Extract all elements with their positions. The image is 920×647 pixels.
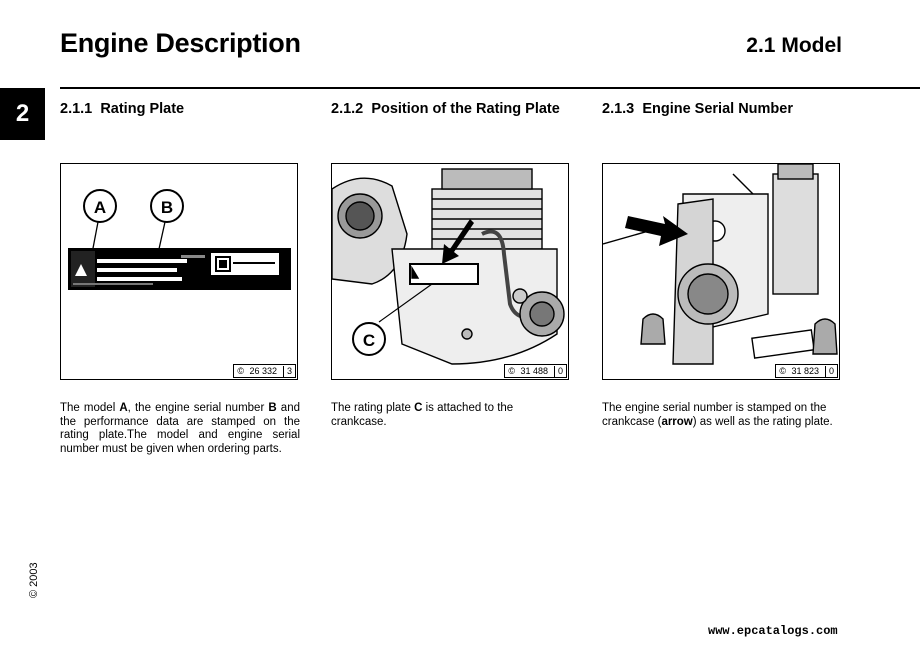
figure-reference: © 26 332 3: [233, 364, 296, 378]
copyright-notice: © 2003: [28, 562, 40, 598]
page-title: Engine Description: [60, 28, 301, 58]
callout-b-circle: [150, 189, 184, 223]
rating-plate-illustration: A B: [68, 189, 291, 290]
header-divider: [60, 87, 920, 89]
website-watermark: www.epcatalogs.com: [708, 624, 838, 638]
description-plate-position: The rating plate C is attached to the cr…: [331, 402, 514, 428]
description-serial-number: The engine serial number is stamped on t…: [602, 402, 833, 428]
section-number: 2.1.1: [60, 101, 93, 117]
callout-a: A: [94, 198, 106, 217]
section-title: Engine Serial Number: [642, 101, 793, 117]
section-number: 2.1.2: [331, 101, 364, 117]
section-heading-rating-plate: 2.1.1 Rating Plate: [60, 101, 184, 117]
rating-plate-drawing: [68, 248, 291, 290]
chapter-tab: 2: [0, 88, 45, 140]
section-heading-serial-number: 2.1.3 Engine Serial Number: [602, 101, 793, 117]
chapter-title: 2.1 Model: [746, 34, 842, 57]
figure-number: © 26 332: [237, 365, 277, 376]
section-heading-plate-position: 2.1.2 Position of the Rating Plate: [331, 101, 560, 117]
figure-revision: 0: [553, 365, 566, 377]
figure-revision: 0: [824, 365, 837, 377]
callout-c: C: [363, 331, 375, 350]
section-title: Rating Plate: [100, 101, 185, 117]
section-number: 2.1.3: [602, 101, 635, 117]
callout-a-circle: [83, 189, 117, 223]
callout-b: B: [161, 198, 173, 217]
figure-reference: © 31 823 0: [775, 364, 838, 378]
figure-plate-position: C © 31 488 0: [331, 163, 569, 380]
figure-rating-plate: A B © 26 332 3: [60, 163, 298, 380]
figure-revision: 3: [282, 365, 295, 377]
section-title: Position of the Rating Plate: [371, 101, 560, 117]
figure-number: © 31 488: [508, 365, 548, 376]
callout-c-circle: [352, 322, 386, 356]
figure-reference: © 31 488 0: [504, 364, 567, 378]
description-rating-plate: The model A, the engine serial number B …: [60, 402, 300, 455]
engine-block-illustration: [603, 164, 838, 365]
crankcase-illustration: C: [332, 168, 565, 365]
figure-number: © 31 823: [779, 365, 819, 376]
figure-serial-number: © 31 823 0: [602, 163, 840, 380]
